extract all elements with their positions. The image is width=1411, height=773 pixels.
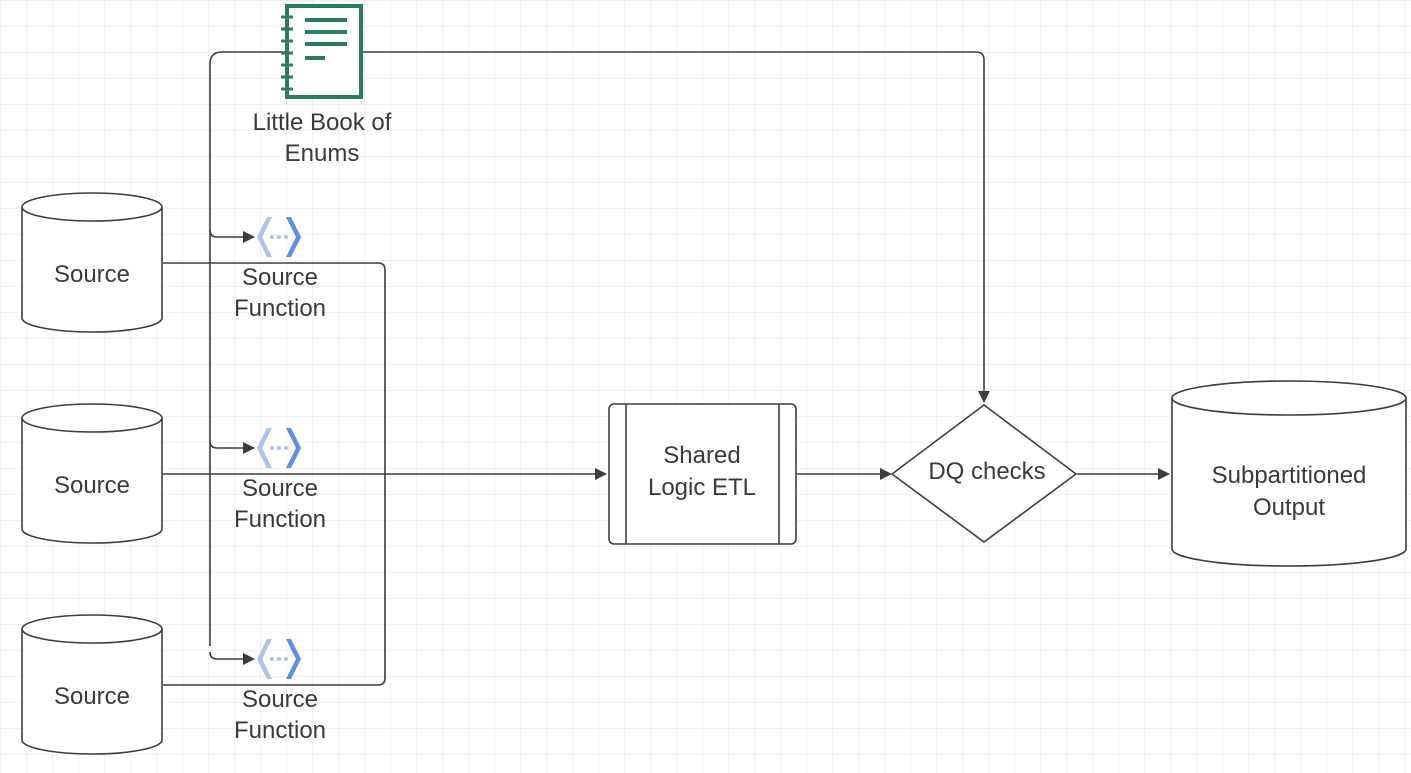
source-1-merge-connector[interactable]: [163, 262, 386, 474]
dq-checks-diamond: [891, 404, 1077, 543]
source-label: Source: [54, 472, 130, 499]
source-function-node-2[interactable]: Source Function: [234, 428, 326, 533]
function-icon: [257, 639, 301, 679]
source-cylinder-body: [21, 418, 163, 544]
function-icon: [257, 428, 301, 468]
connectors: [163, 51, 1170, 686]
bus-top-left-connector[interactable]: [209, 51, 285, 65]
function-icon: [257, 217, 301, 257]
enums-book-label-line1: Little Book of: [253, 109, 392, 136]
etl-label-line2: Logic ETL: [648, 474, 756, 501]
etl-process-box: [608, 403, 797, 545]
source-function-node-3[interactable]: Source Function: [234, 639, 326, 744]
source-function-label-line1: Source: [242, 264, 318, 291]
output-label-line1: Subpartitioned: [1212, 462, 1367, 489]
output-cylinder-body: [1171, 398, 1407, 567]
dq-checks-node[interactable]: DQ checks: [891, 404, 1077, 543]
source-label: Source: [54, 683, 130, 710]
output-cylinder-top: [1171, 380, 1407, 416]
source-node-2[interactable]: Source: [21, 403, 163, 544]
source-node-1[interactable]: Source: [21, 192, 163, 333]
source-function-label-line1: Source: [242, 475, 318, 502]
etl-label-line1: Shared: [663, 442, 740, 469]
source-cylinder-body: [21, 207, 163, 333]
source-cylinder-body: [21, 629, 163, 755]
enums-to-dq-connector[interactable]: [362, 51, 990, 403]
source-cylinder-top: [21, 403, 163, 433]
dq-checks-label: DQ checks: [928, 458, 1045, 485]
source-function-label-line2: Function: [234, 717, 326, 744]
output-label-line2: Output: [1253, 494, 1325, 521]
source-label: Source: [54, 261, 130, 288]
notebook-icon: [281, 4, 363, 99]
etl-process-node[interactable]: Shared Logic ETL: [608, 403, 797, 545]
source-function-label-line2: Function: [234, 295, 326, 322]
bus-to-function-2-connector[interactable]: [209, 440, 255, 454]
source-cylinder-top: [21, 614, 163, 644]
source-function-label-line1: Source: [242, 686, 318, 713]
source-function-label-line2: Function: [234, 506, 326, 533]
source-cylinder-top: [21, 192, 163, 222]
source-node-3[interactable]: Source: [21, 614, 163, 755]
enums-book-label-line2: Enums: [285, 140, 360, 167]
bus-to-function-3-connector[interactable]: [209, 651, 255, 665]
output-node[interactable]: Subpartitioned Output: [1171, 380, 1407, 567]
bus-to-function-1-connector[interactable]: [209, 229, 255, 243]
source-3-merge-connector[interactable]: [163, 474, 386, 686]
source-function-node-1[interactable]: Source Function: [234, 217, 326, 322]
enums-book-node[interactable]: Little Book of Enums: [253, 4, 392, 167]
